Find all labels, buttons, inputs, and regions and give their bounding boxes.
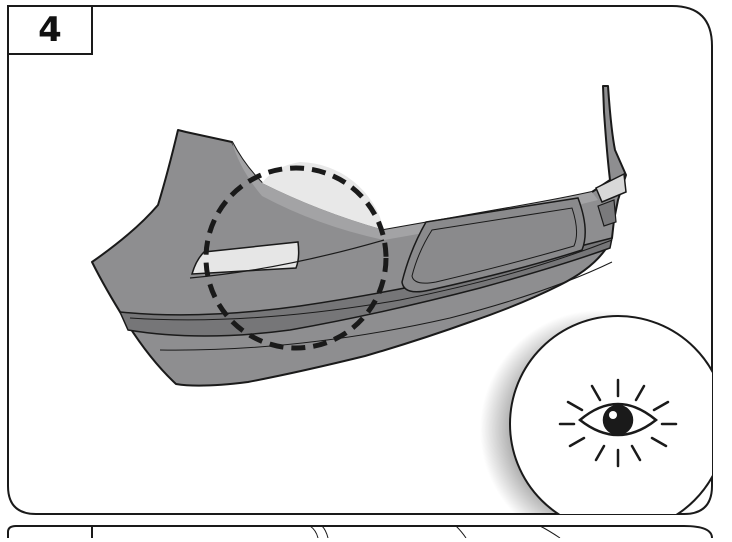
step-number-box <box>7 5 93 55</box>
plate-recess <box>401 197 586 293</box>
left-reflector <box>190 241 300 275</box>
right-reflector <box>595 172 627 203</box>
inspection-lens <box>480 310 712 514</box>
dashed-circle-highlight <box>203 162 389 351</box>
bumper-lower-lip <box>118 236 613 337</box>
eye-icon <box>558 378 678 468</box>
next-panel-fragment <box>7 525 713 539</box>
step-number: 4 <box>38 10 62 50</box>
